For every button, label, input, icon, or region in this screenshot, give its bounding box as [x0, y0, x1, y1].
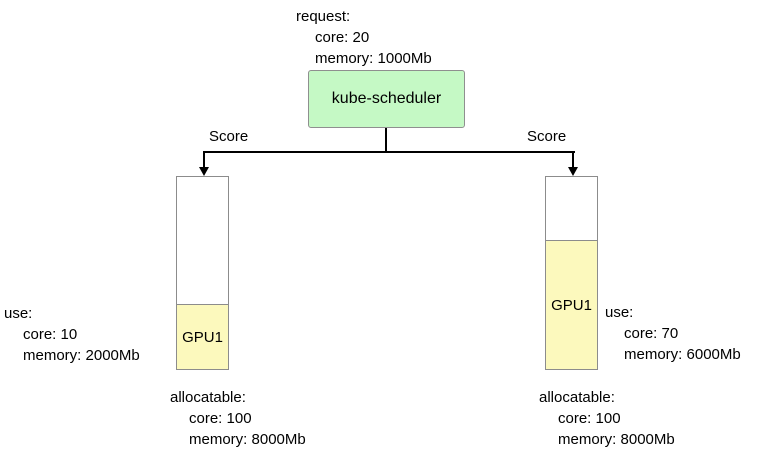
score-label-left: Score — [209, 128, 249, 145]
use-core: core: 10 — [23, 326, 78, 343]
node-right-gpu-box: GPU1 — [545, 240, 598, 370]
node-right-gpu-label: GPU1 — [551, 296, 592, 314]
connector-horizontal — [203, 151, 575, 153]
use-memory: memory: 6000Mb — [624, 346, 741, 363]
allocatable-title: allocatable: — [170, 389, 246, 406]
allocatable-memory: memory: 8000Mb — [189, 431, 306, 448]
connector-left-drop — [203, 151, 205, 168]
node-left-use-block: use: core: 10 memory: 2000Mb — [4, 303, 140, 366]
node-right-allocatable-block: allocatable: core: 100 memory: 8000Mb — [539, 387, 675, 450]
use-title: use: — [4, 305, 33, 322]
request-block: request: core: 20 memory: 1000Mb — [296, 6, 432, 69]
use-core: core: 70 — [624, 325, 679, 342]
allocatable-title: allocatable: — [539, 389, 615, 406]
node-left-gpu-box: GPU1 — [176, 304, 229, 370]
score-label-right: Score — [527, 128, 567, 145]
right-arrowhead-icon — [568, 167, 578, 176]
use-title: use: — [605, 304, 634, 321]
request-core: core: 20 — [315, 29, 370, 46]
allocatable-core: core: 100 — [558, 410, 621, 427]
use-memory: memory: 2000Mb — [23, 347, 140, 364]
request-memory: memory: 1000Mb — [315, 50, 432, 67]
left-arrowhead-icon — [199, 167, 209, 176]
kube-scheduler-box: kube-scheduler — [308, 70, 465, 128]
node-left-gpu-label: GPU1 — [182, 328, 223, 346]
kube-scheduler-label: kube-scheduler — [331, 90, 442, 107]
node-right-use-block: use: core: 70 memory: 6000Mb — [605, 302, 741, 365]
connector-stem — [385, 128, 387, 153]
node-left-allocatable-block: allocatable: core: 100 memory: 8000Mb — [170, 387, 306, 450]
allocatable-memory: memory: 8000Mb — [558, 431, 675, 448]
request-title: request: — [296, 8, 351, 25]
connector-right-drop — [572, 151, 574, 168]
allocatable-core: core: 100 — [189, 410, 252, 427]
